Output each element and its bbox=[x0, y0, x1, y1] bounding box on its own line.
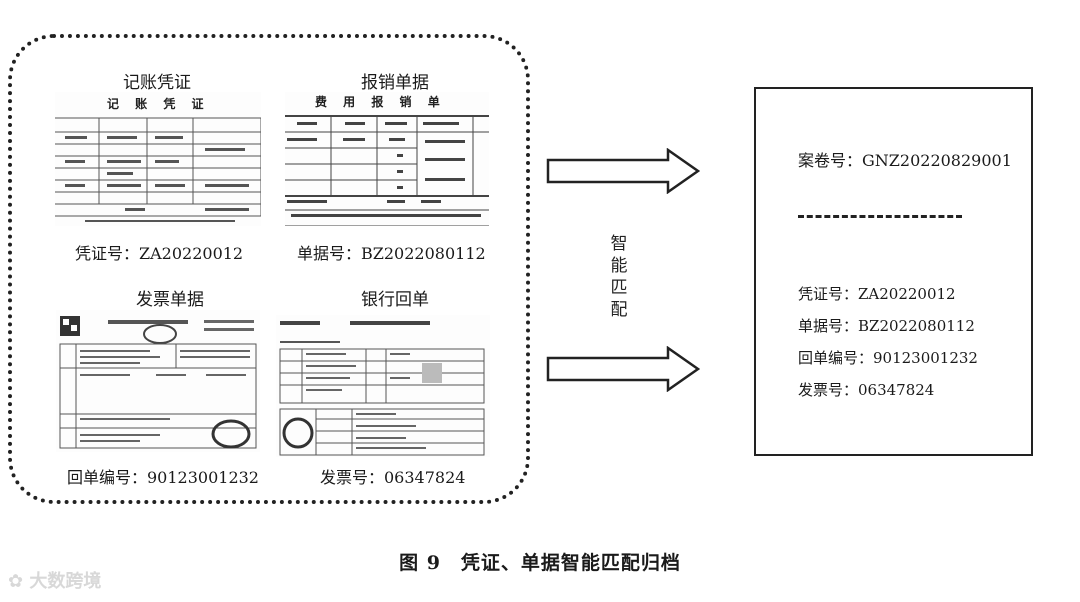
bank-stamp-icon bbox=[282, 417, 314, 449]
reimbursement-table-graphic bbox=[285, 115, 489, 226]
voucher-thumb-title: 记 账 凭 证 bbox=[107, 97, 210, 111]
result-voucher-number: 凭证号：ZA20220012 bbox=[798, 285, 956, 303]
voucher-table-graphic bbox=[55, 117, 261, 222]
result-receipt-number: 回单编号：90123001232 bbox=[798, 349, 978, 367]
document-group-frame bbox=[8, 34, 530, 504]
watermark-logo: ✿ 大数跨境 bbox=[8, 567, 101, 593]
watermark-icon: ✿ bbox=[8, 571, 24, 592]
bank-receipt-thumbnail bbox=[276, 315, 490, 457]
bank-receipt-form-graphic bbox=[279, 321, 485, 456]
case-number: 案卷号：GNZ20220829001 bbox=[798, 151, 1012, 170]
reimbursement-number: 单据号：BZ2022080112 bbox=[297, 244, 486, 263]
upper-arrow-icon bbox=[546, 148, 700, 194]
archive-result-box: 案卷号：GNZ20220829001 凭证号：ZA20220012 单据号：BZ… bbox=[754, 87, 1033, 456]
bank-receipt-label: 银行回单 bbox=[361, 290, 429, 310]
voucher-label: 记账凭证 bbox=[123, 73, 191, 93]
invoice-stamp-icon bbox=[211, 419, 251, 449]
invoice-thumbnail bbox=[56, 310, 260, 452]
invoice-number: 回单编号：90123001232 bbox=[67, 468, 259, 487]
dashed-separator bbox=[798, 215, 962, 218]
figure-caption: 图 9 凭证、单据智能匹配归档 bbox=[399, 552, 681, 574]
invoice-seal-icon bbox=[143, 324, 177, 344]
voucher-thumbnail: 记 账 凭 证 bbox=[55, 92, 261, 226]
invoice-label: 发票单据 bbox=[136, 290, 204, 310]
watermark-text: 大数跨境 bbox=[29, 571, 102, 592]
voucher-number: 凭证号：ZA20220012 bbox=[75, 244, 244, 263]
result-invoice-number: 发票号：06347824 bbox=[798, 381, 935, 399]
reimbursement-label: 报销单据 bbox=[361, 73, 429, 93]
smart-match-label: 智能匹配 bbox=[610, 234, 628, 320]
lower-arrow-icon bbox=[546, 346, 700, 392]
result-reimbursement-number: 单据号：BZ2022080112 bbox=[798, 317, 975, 335]
bank-receipt-number: 发票号：06347824 bbox=[320, 468, 466, 487]
reimbursement-thumb-title: 费 用 报 销 单 bbox=[315, 95, 446, 109]
invoice-form-graphic bbox=[59, 316, 257, 449]
reimbursement-thumbnail: 费 用 报 销 单 bbox=[285, 92, 489, 226]
